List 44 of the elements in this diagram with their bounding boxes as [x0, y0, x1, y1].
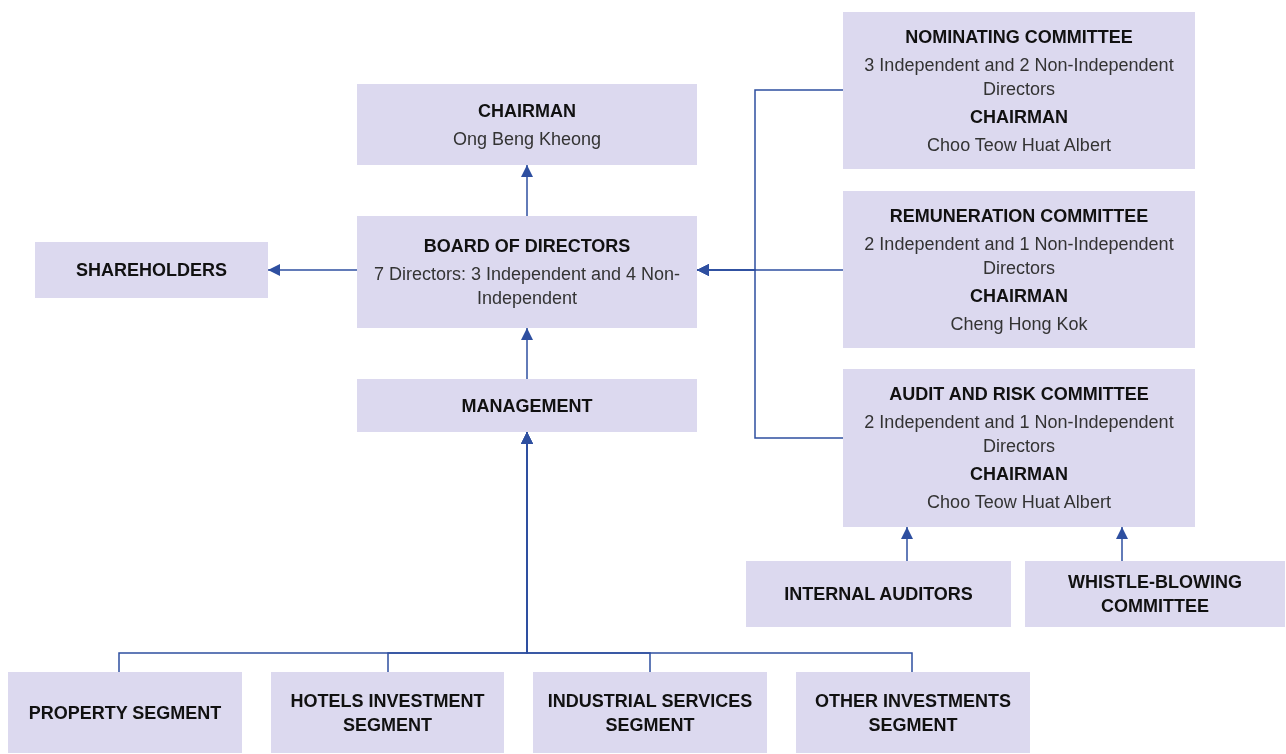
arrow [1116, 526, 1128, 562]
heading-text: CHAIRMAN [970, 105, 1068, 129]
heading-text: MANAGEMENT [461, 394, 593, 418]
auditors-box [746, 561, 1011, 627]
arrow [901, 526, 913, 562]
body-text: 2 Independent and 1 Non-Independent Directors [863, 232, 1175, 280]
arrow [267, 264, 358, 276]
board-box [357, 216, 697, 328]
segment-box [533, 672, 767, 753]
heading-text: CHAIRMAN [970, 284, 1068, 308]
body-text: Choo Teow Huat Albert [927, 133, 1111, 157]
heading-text: AUDIT AND RISK COMMITTEE [889, 383, 1149, 406]
heading-text: WHISTLE-BLOWING COMMITTEE [1067, 571, 1243, 618]
committee-box [1025, 561, 1285, 627]
body-text: Ong Beng Kheong [452, 127, 602, 151]
heading-text: CHAIRMAN [970, 463, 1068, 486]
segment-box [796, 672, 1030, 753]
body-text: Choo Teow Huat Albert [927, 491, 1111, 514]
chairman-box [357, 84, 697, 165]
arrow [521, 431, 913, 673]
committee-box [843, 369, 1195, 527]
committee-box [843, 191, 1195, 348]
arrow [521, 164, 533, 217]
committee-box [843, 12, 1195, 169]
segment-box [8, 672, 242, 753]
management-box [357, 379, 697, 432]
body-text: 7 Directors: 3 Independent and 4 Non-Independent [372, 263, 682, 310]
shareholders-box [35, 242, 268, 298]
heading-text: SHAREHOLDERS [76, 259, 227, 282]
heading-text: INDUSTRIAL SERVICES SEGMENT [546, 689, 754, 737]
segment-box [271, 672, 504, 753]
body-text: Cheng Hong Kok [950, 312, 1088, 336]
heading-text: NOMINATING COMMITTEE [905, 25, 1133, 49]
body-text: 2 Independent and 1 Non-Independent Directors [863, 411, 1175, 458]
heading-text: BOARD OF DIRECTORS [423, 235, 631, 258]
arrow [521, 327, 533, 380]
heading-text: OTHER INVESTMENTS SEGMENT [814, 689, 1012, 737]
heading-text: PROPERTY SEGMENT [28, 701, 222, 725]
heading-text: HOTELS INVESTMENT SEGMENT [289, 689, 486, 737]
arrow [696, 264, 844, 439]
heading-text: REMUNERATION COMMITTEE [889, 204, 1149, 228]
heading-text: CHAIRMAN [478, 99, 576, 123]
body-text: 3 Independent and 2 Non-Independent Directors [863, 53, 1175, 101]
heading-text: INTERNAL AUDITORS [784, 583, 973, 606]
